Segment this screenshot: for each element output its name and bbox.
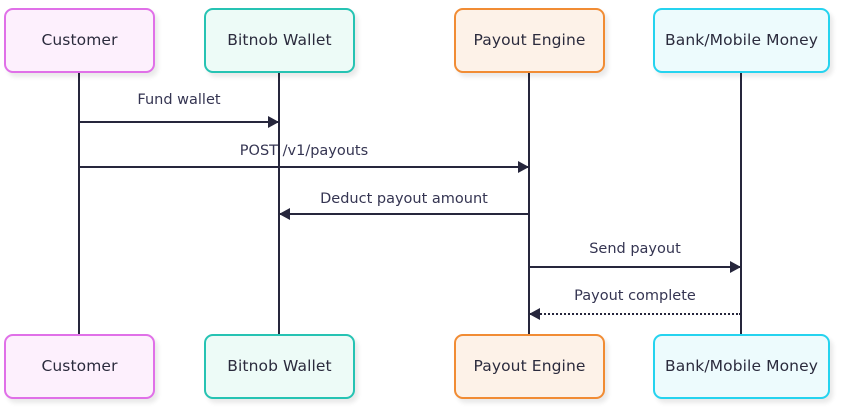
participant-bottom-bank-mobile-money[interactable]: Bank/Mobile Money: [653, 334, 830, 399]
message-line-fund-wallet: [79, 121, 279, 123]
arrow-head-left-icon: [279, 208, 290, 220]
message-label-post-v1-payouts: POST /v1/payouts: [239, 143, 369, 159]
arrow-head-right-icon: [518, 161, 529, 173]
message-label-fund-wallet: Fund wallet: [137, 92, 221, 108]
participant-label: Bitnob Wallet: [227, 356, 332, 375]
message-line-post-v1-payouts: [79, 166, 529, 168]
message-label-send-payout: Send payout: [589, 241, 681, 257]
participant-label: Payout Engine: [473, 356, 586, 375]
participant-label: Customer: [41, 30, 118, 49]
arrow-head-left-icon: [529, 308, 540, 320]
participant-bottom-payout-engine[interactable]: Payout Engine: [454, 334, 605, 399]
lifeline-customer: [78, 73, 80, 334]
participant-label: Payout Engine: [473, 30, 586, 49]
participant-top-bitnob-wallet[interactable]: Bitnob Wallet: [204, 8, 355, 73]
message-line-send-payout: [529, 266, 741, 268]
participant-bottom-bitnob-wallet[interactable]: Bitnob Wallet: [204, 334, 355, 399]
participant-top-customer[interactable]: Customer: [4, 8, 155, 73]
arrow-head-right-icon: [268, 116, 279, 128]
participant-top-bank-mobile-money[interactable]: Bank/Mobile Money: [653, 8, 830, 73]
message-line-payout-complete: [529, 313, 741, 315]
lifeline-bitnob-wallet: [278, 73, 280, 334]
arrow-head-right-icon: [730, 261, 741, 273]
lifeline-payout-engine: [528, 73, 530, 334]
participant-label: Customer: [41, 356, 118, 375]
participant-top-payout-engine[interactable]: Payout Engine: [454, 8, 605, 73]
participant-bottom-customer[interactable]: Customer: [4, 334, 155, 399]
participant-label: Bank/Mobile Money: [664, 356, 818, 375]
message-label-deduct-payout-amount: Deduct payout amount: [320, 191, 488, 207]
participant-label: Bank/Mobile Money: [664, 30, 818, 49]
lifeline-bank-mobile-money: [740, 73, 742, 334]
message-label-payout-complete: Payout complete: [574, 288, 696, 304]
participant-label: Bitnob Wallet: [227, 30, 332, 49]
message-line-deduct-payout-amount: [279, 213, 529, 215]
